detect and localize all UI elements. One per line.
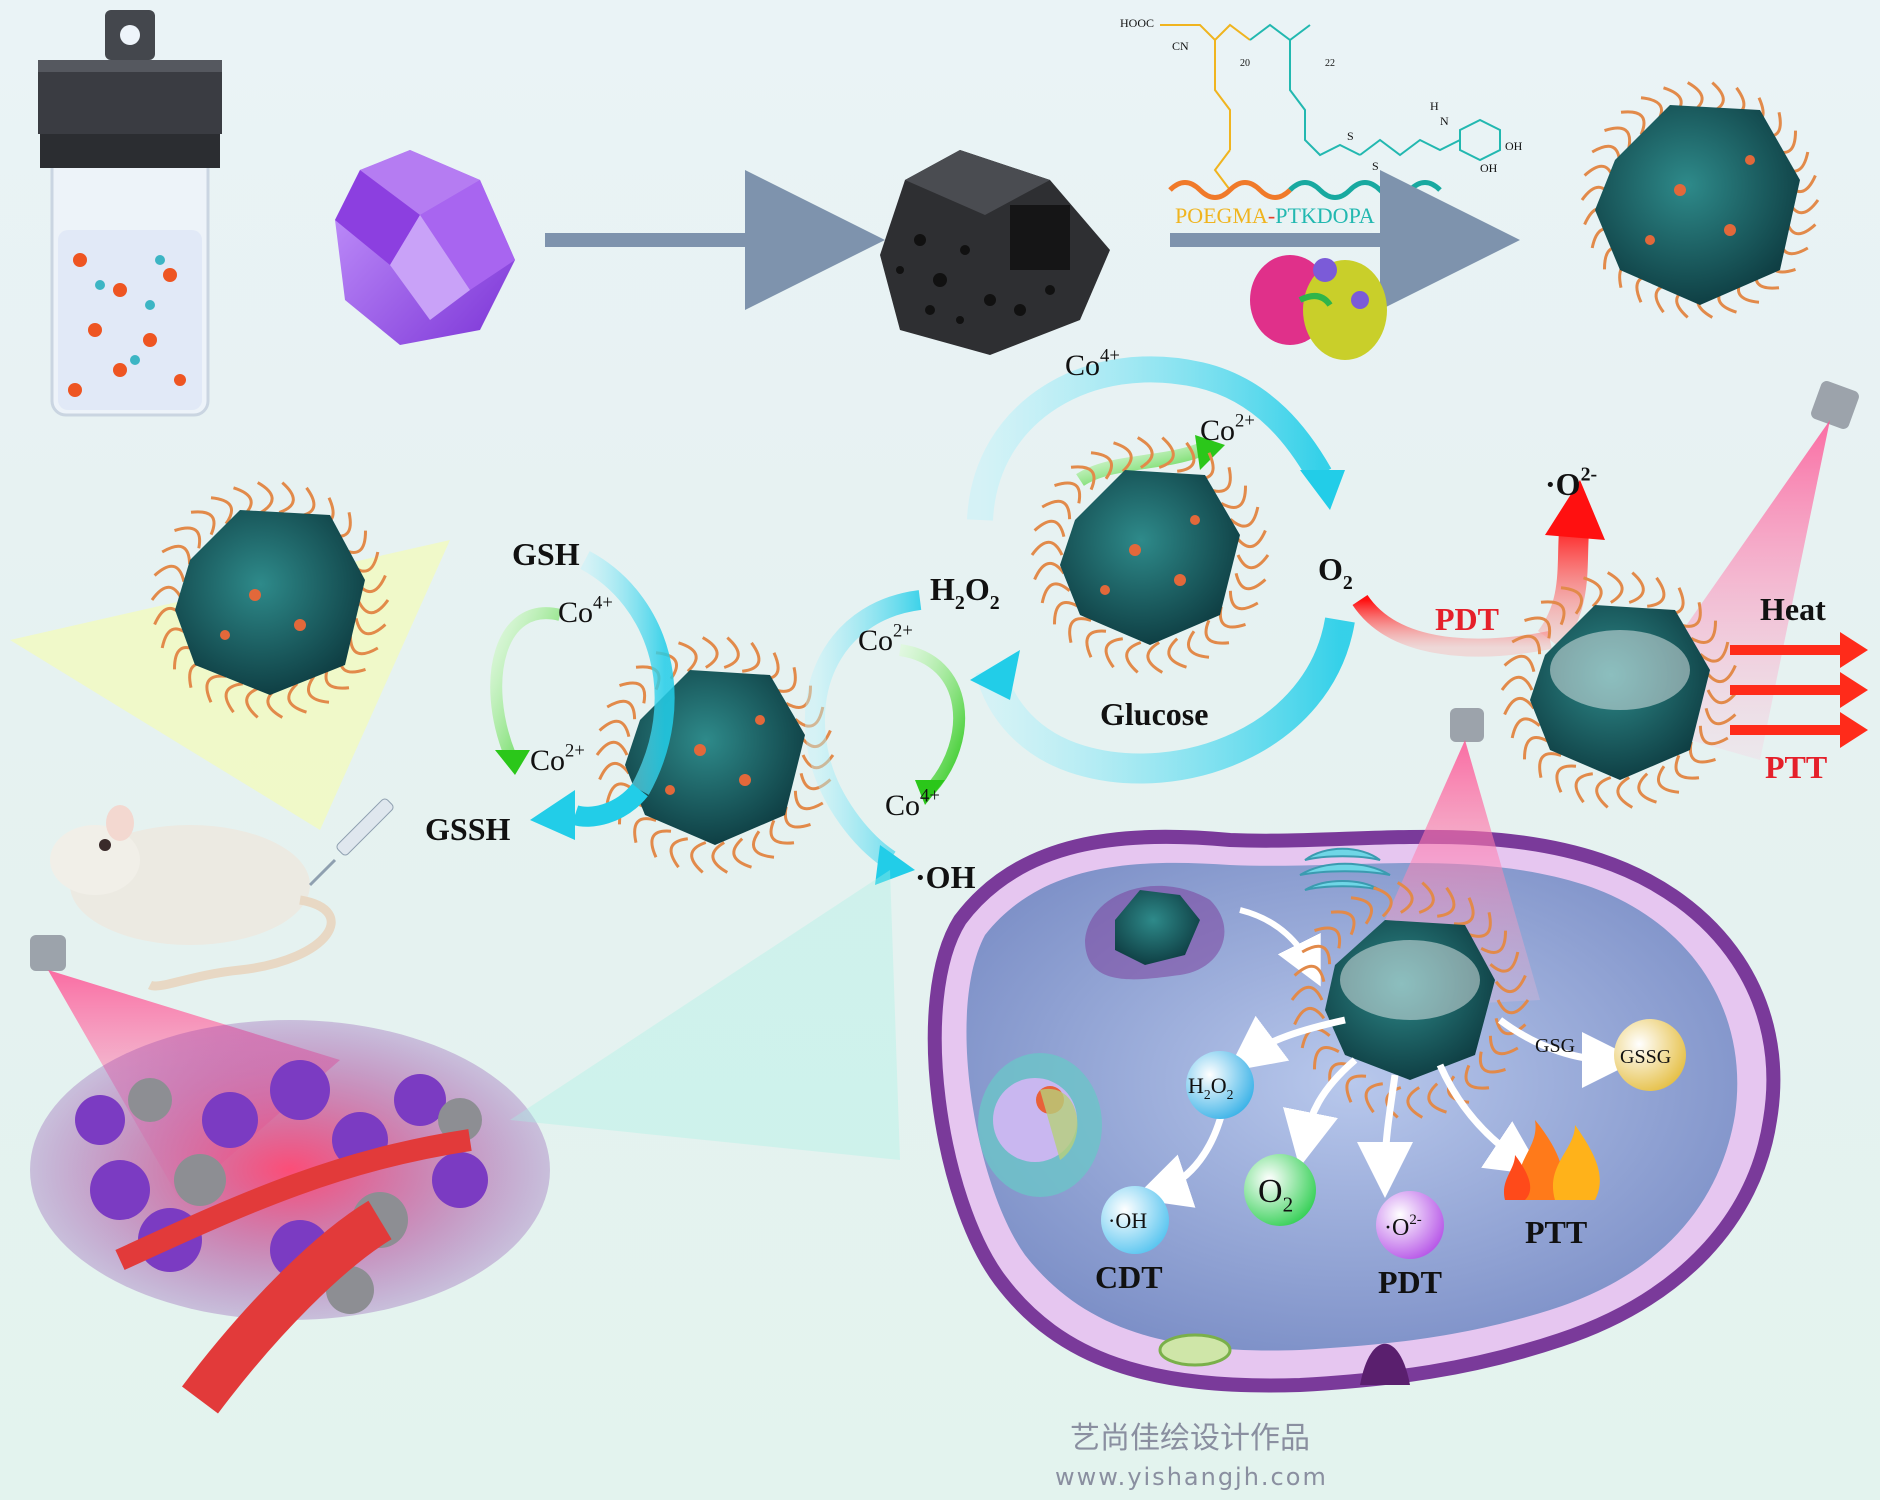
superoxide-label: ·O2-​	[1545, 464, 1597, 502]
glucose-oxidase-enzyme	[1250, 255, 1387, 360]
cell-o2-label: O2​	[1258, 1173, 1293, 1217]
cyan-zoom-cone	[510, 870, 900, 1160]
polymer-name: POEGMA-PTKDOPA	[1175, 203, 1375, 228]
porous-carbon-particle	[880, 150, 1110, 355]
cell-ptt-label: PTT	[1525, 1214, 1587, 1250]
syringe	[308, 798, 394, 887]
coated-nanoparticle-irradiated	[1500, 571, 1740, 809]
green-arrow-head-right	[915, 780, 945, 805]
green-arrow-right	[898, 644, 966, 795]
polymer-brush	[150, 481, 390, 719]
watermark-cn: 艺尚佳绘设计作品	[1070, 1421, 1310, 1456]
green-arrow-head-left	[495, 750, 530, 775]
gsh-label: GSH	[512, 536, 580, 572]
co2-top-label: Co2+​	[1200, 411, 1255, 448]
o2-bubble	[1244, 1154, 1316, 1226]
gssg-bubble	[1614, 1019, 1686, 1091]
uptake-arrow	[1239, 907, 1321, 987]
coated-nanoparticle-top	[1580, 81, 1820, 319]
cyan-arrow-oh	[804, 590, 922, 869]
cyan-arrow-head-oh	[875, 845, 915, 885]
h-label: H	[1430, 99, 1439, 113]
gsg-label: GSG	[1535, 1035, 1575, 1057]
pdt-arrow-head	[1545, 480, 1605, 540]
mitochondrion	[1158, 1333, 1232, 1367]
coated-nanoparticle-inset	[150, 481, 390, 719]
cell-pdt-label: PDT	[1378, 1264, 1442, 1300]
repeat-22-label: 22	[1325, 58, 1335, 69]
glucose-label: Glucose	[1100, 696, 1208, 732]
ptkdopa-chain	[1288, 180, 1442, 200]
coated-nanoparticle-cell	[1290, 881, 1530, 1119]
metal-ions	[68, 253, 186, 397]
coated-nanoparticle-center	[1030, 436, 1270, 674]
n-label: N	[1440, 114, 1449, 128]
product-arrows	[1133, 1015, 1638, 1208]
green-arrow-top	[1076, 443, 1203, 487]
heat-arrows	[1730, 632, 1868, 748]
sulfur-label-1: S	[1347, 129, 1354, 143]
cyan-arrow-gsh	[580, 551, 675, 795]
co4-left-label: Co4+​	[558, 593, 613, 630]
co4-mid-label: Co4+​	[885, 786, 940, 823]
coated-nanoparticle-left	[595, 636, 835, 874]
tumor-tissue	[30, 1020, 550, 1414]
repeat-20-label: 20	[1240, 58, 1250, 69]
polymer-structure: HOOC CN 20 22 S S H N OH OH	[1120, 16, 1523, 191]
cyan-arrow-to-h2o2	[975, 617, 1355, 784]
watermark-url: www.yishangjh.com	[1055, 1463, 1328, 1491]
pdt-arrow-base	[1352, 594, 1552, 657]
superoxide-bubble	[1376, 1191, 1444, 1259]
gssh-label: GSSH	[425, 811, 510, 847]
mouse	[50, 805, 336, 991]
cyan-arrow-to-o2	[967, 356, 1332, 521]
cell-oh-label: ·OH	[1108, 1208, 1147, 1233]
nucleus	[978, 1053, 1102, 1197]
reaction-vial	[38, 10, 222, 417]
o2-label: O2​	[1318, 551, 1353, 594]
cell-superoxide-label: ·O2-​	[1384, 1212, 1422, 1241]
poegma-chain	[1168, 180, 1292, 200]
sulfur-label-2: S	[1372, 159, 1379, 173]
hooc-label: HOOC	[1120, 16, 1154, 30]
h2o2-label: H2​O2​	[930, 571, 1000, 614]
co2-mid-label: Co2+​	[858, 621, 913, 658]
oh-bubble	[1101, 1186, 1169, 1254]
oh-label-2: OH	[1480, 161, 1498, 175]
cyan-arrow-head-o2	[1300, 470, 1345, 510]
cyan-arrow-head-h2o2	[970, 650, 1020, 700]
green-arrow-left	[490, 607, 562, 758]
zif-crystal	[335, 150, 515, 345]
h2o2-bubble	[1186, 1051, 1254, 1119]
cdt-label: CDT	[1095, 1259, 1163, 1295]
cyan-arrow-head-gssh	[530, 790, 575, 840]
hydroxyl-radical-label: ·OH	[915, 859, 976, 895]
gssg-label: GSSG	[1620, 1046, 1671, 1068]
oh-label-1: OH	[1505, 139, 1523, 153]
co4-top-label: Co4+​	[1065, 346, 1120, 383]
polymer-brush	[1030, 436, 1270, 674]
cell-h2o2-label: H2​O2​	[1188, 1073, 1234, 1102]
co2-left-label: Co2+​	[530, 741, 585, 778]
flame-icon	[1503, 1120, 1600, 1200]
ptt-label: PTT	[1765, 749, 1827, 785]
pdt-label: PDT	[1435, 601, 1499, 637]
heat-label: Heat	[1760, 591, 1826, 627]
golgi	[1299, 847, 1391, 891]
cn-label: CN	[1172, 39, 1189, 53]
endocytosis-vesicle	[1085, 885, 1225, 980]
